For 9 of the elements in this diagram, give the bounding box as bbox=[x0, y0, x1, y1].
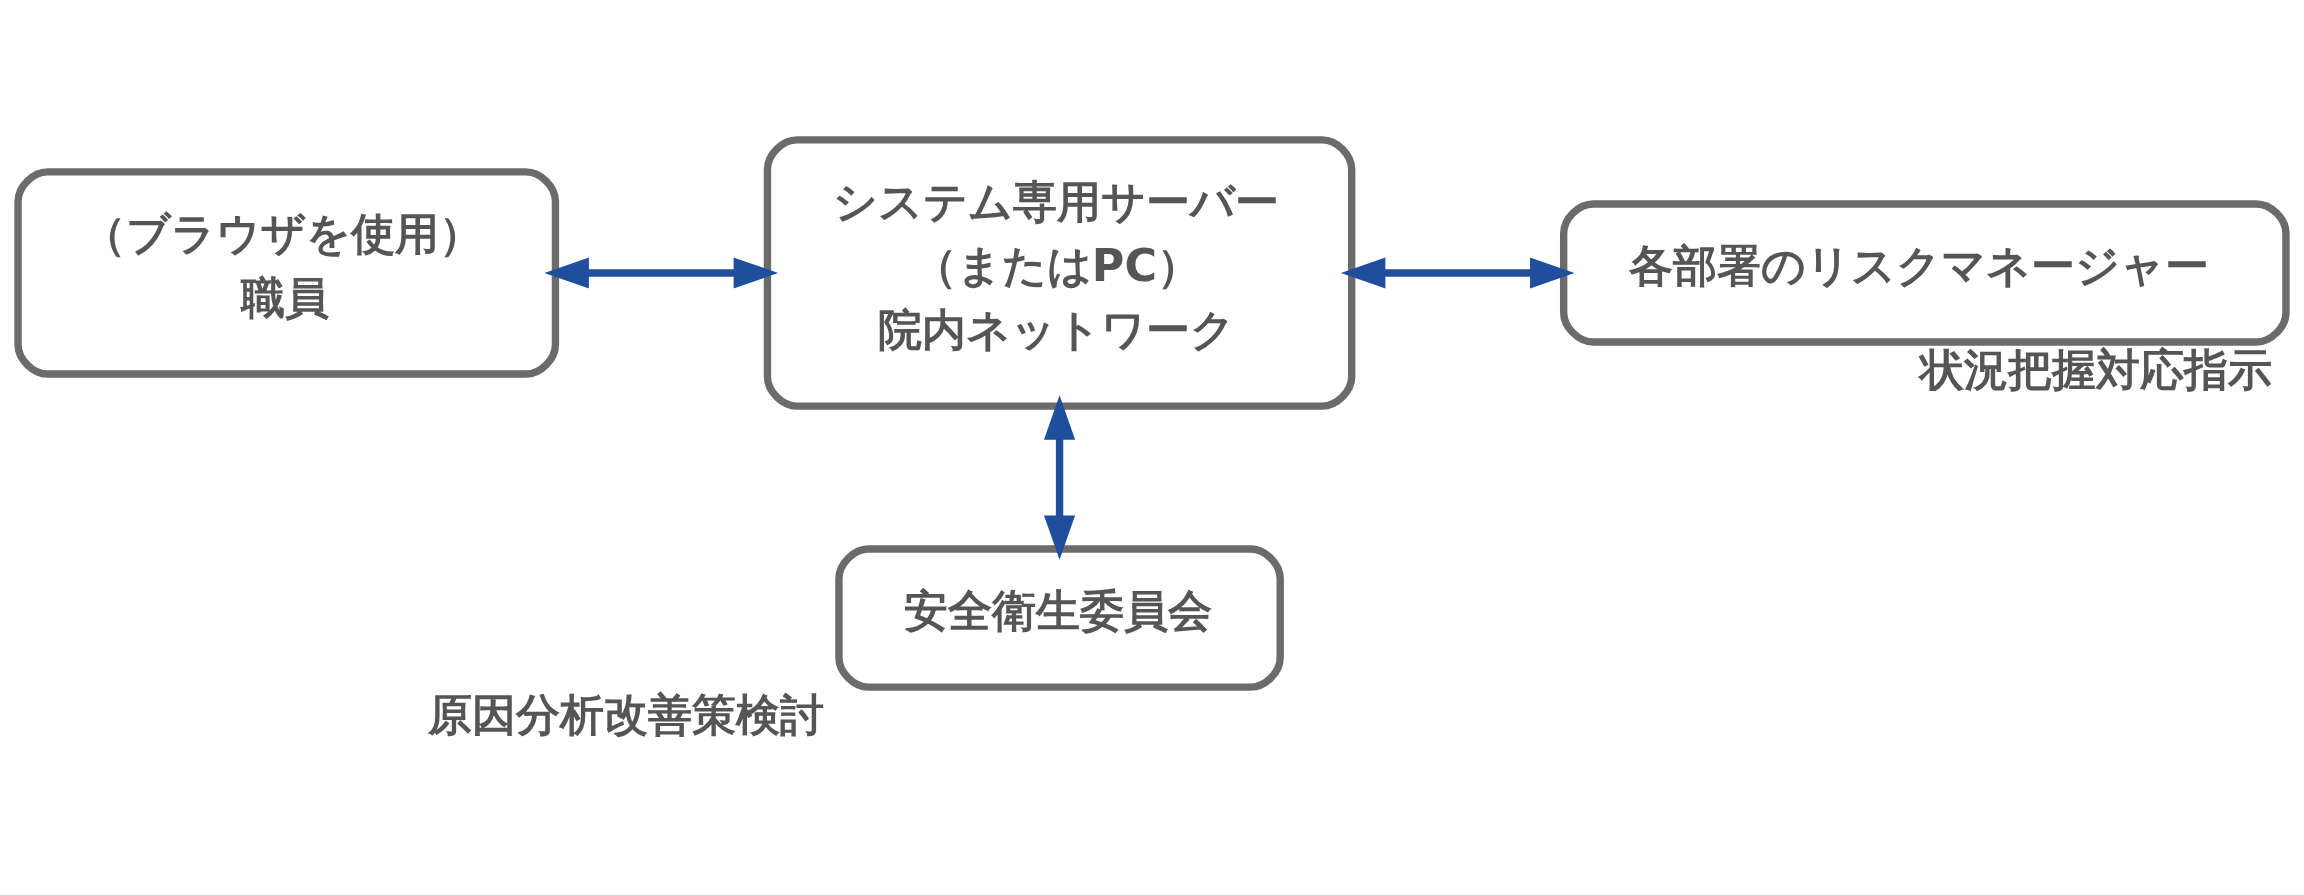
arrow bbox=[544, 256, 779, 289]
node-box: システム専用サーバー （またはPC） 院内ネットワーク bbox=[763, 135, 1356, 410]
node-label: 原因分析改善策検討 bbox=[428, 688, 825, 740]
node-box: （ブラウザを使用） 職員 bbox=[14, 167, 560, 378]
arrow bbox=[1044, 394, 1076, 560]
node-box: 各部署のリスクマネージャー bbox=[1559, 199, 2290, 346]
node-box: 安全衛生委員会 bbox=[835, 544, 1284, 691]
arrow bbox=[1340, 256, 1575, 289]
node-label: 状況把握対応指示 bbox=[1919, 343, 2272, 395]
